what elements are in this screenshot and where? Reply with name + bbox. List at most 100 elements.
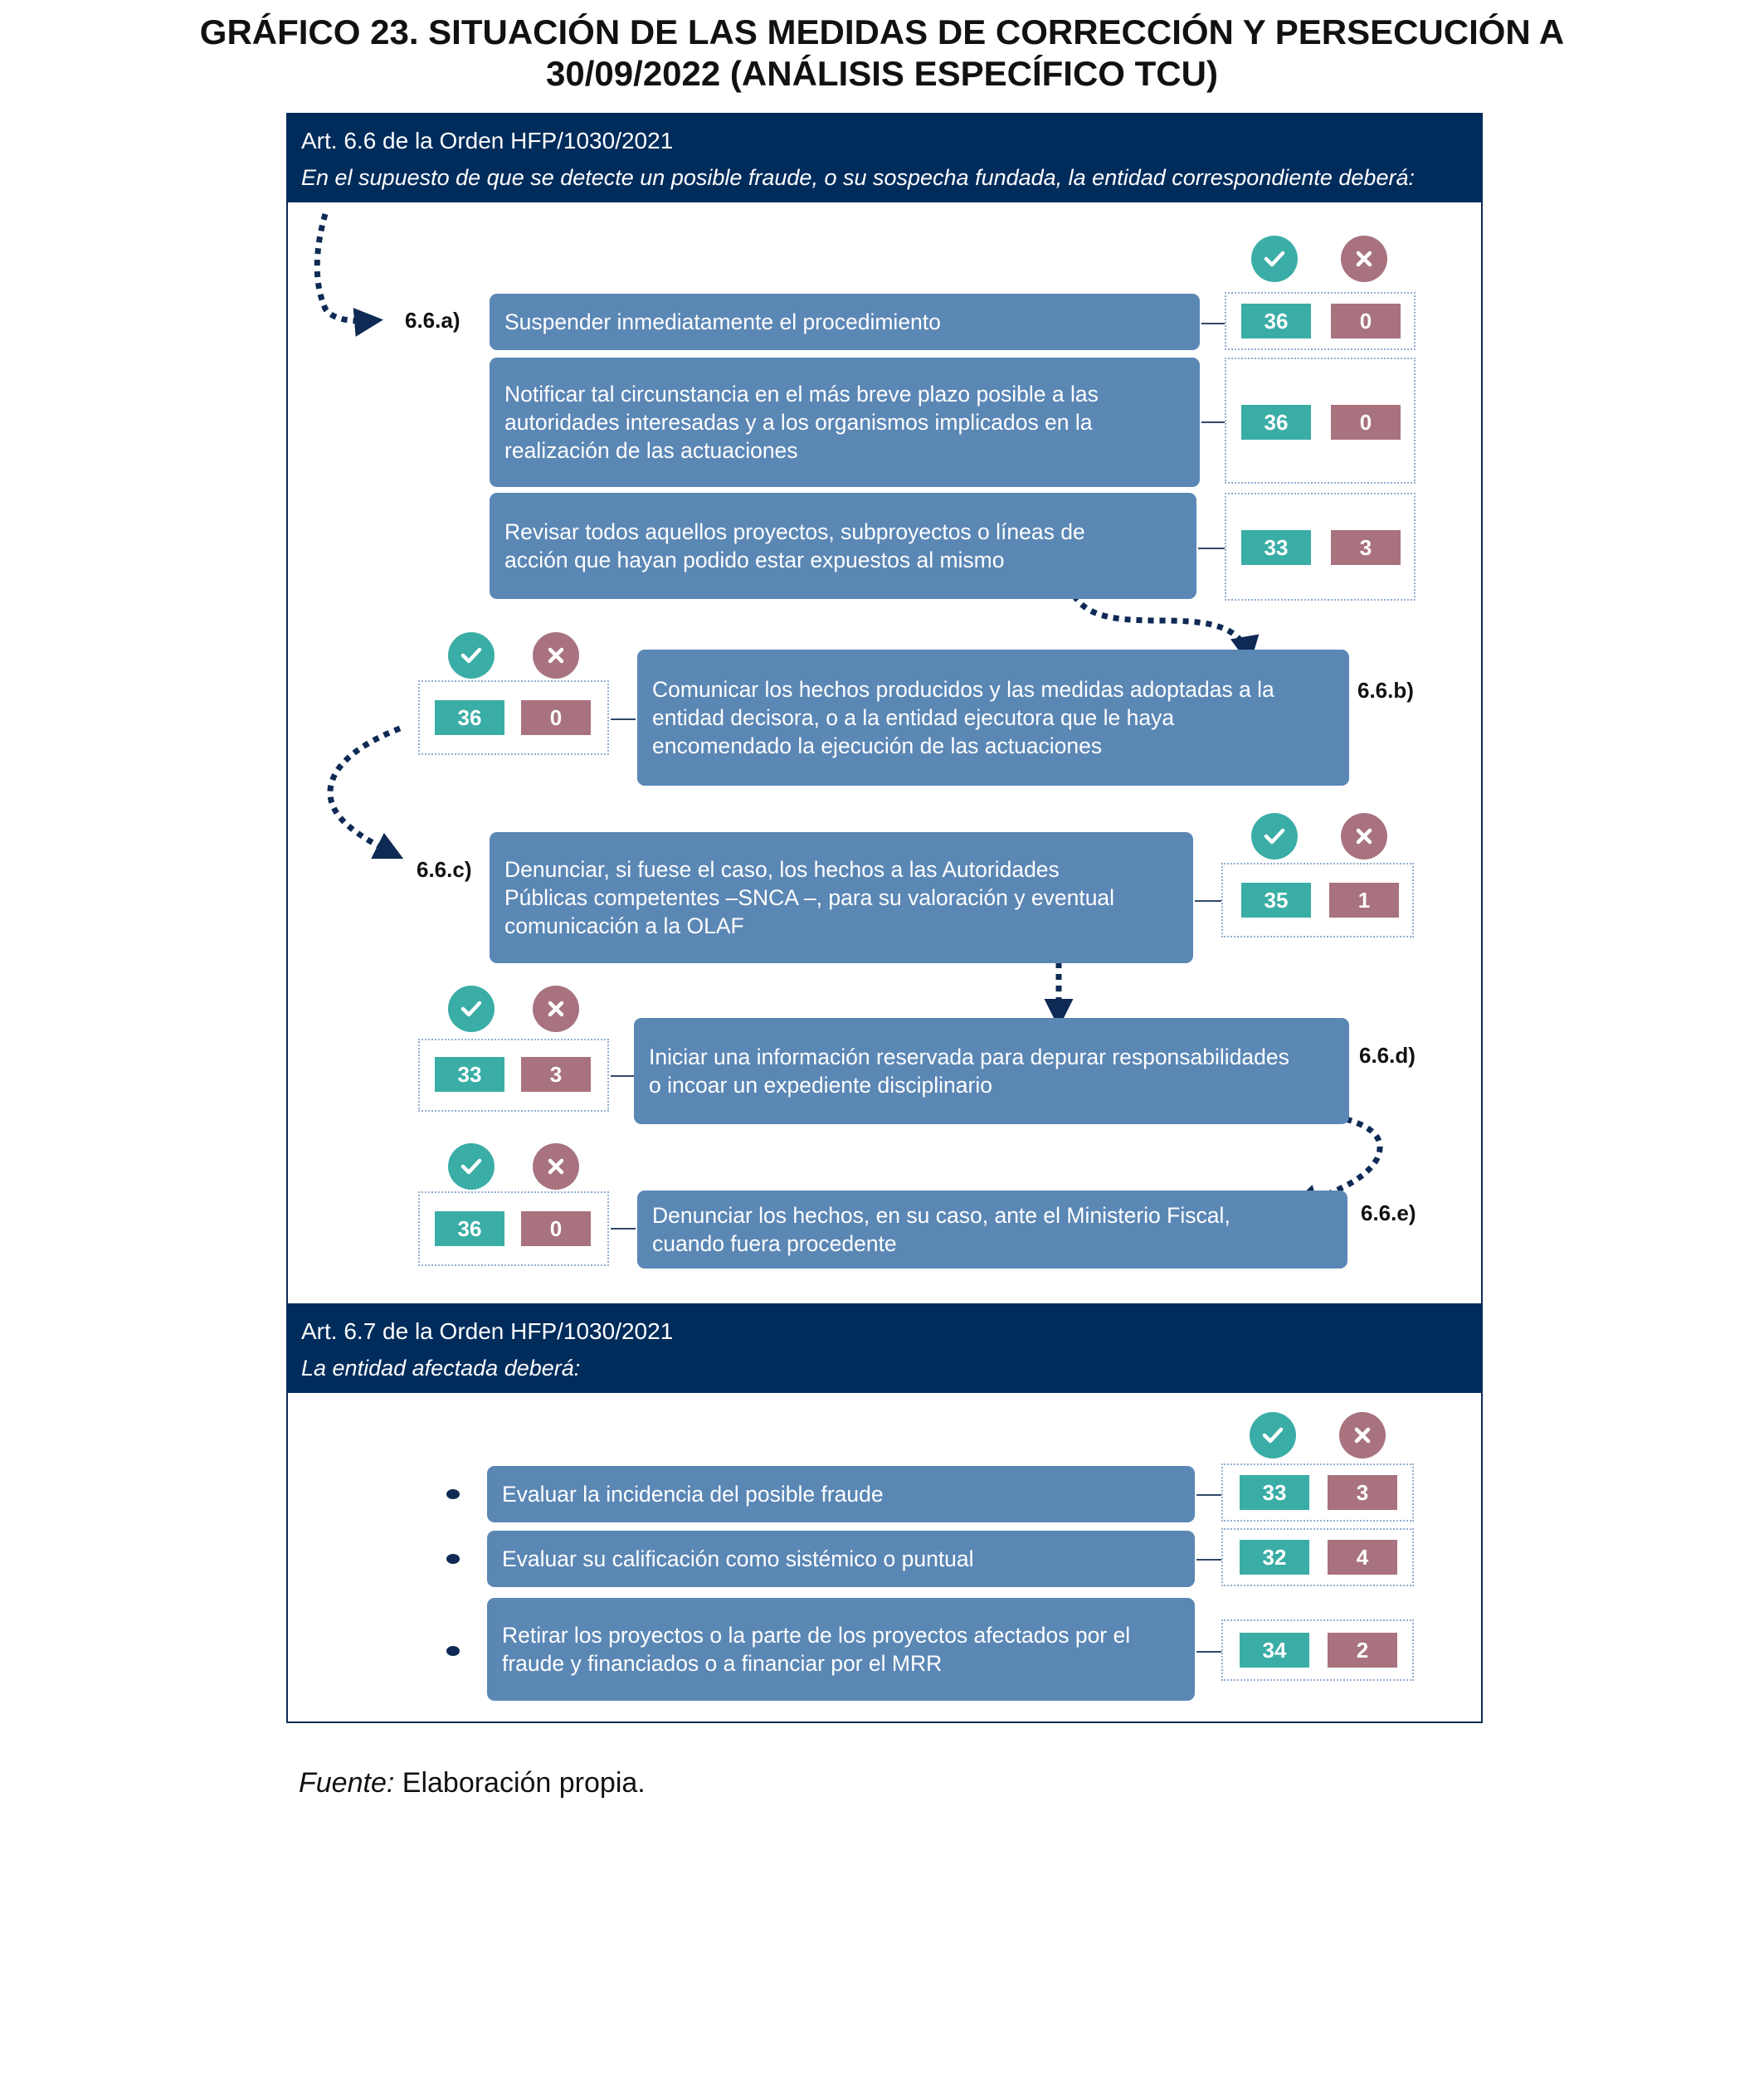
- art-6-6-header-band: Art. 6.6 de la Orden HFP/1030/2021 En el…: [286, 113, 1483, 202]
- measure-text-line: Denunciar los hechos, en su caso, ante e…: [652, 1203, 1230, 1228]
- measure-text-line: Comunicar los hechos producidos y las me…: [652, 677, 1274, 702]
- connector: [611, 1075, 634, 1077]
- measure-internal-investigation: Iniciar una información reservada para d…: [634, 1018, 1349, 1124]
- yes-count: 36: [1241, 304, 1311, 338]
- label-6-6-b: 6.6.b): [1357, 678, 1414, 703]
- check-icon: [448, 632, 495, 679]
- cross-icon: [1341, 236, 1387, 282]
- cross-icon: [533, 1143, 579, 1190]
- no-count: 3: [1331, 530, 1401, 565]
- no-count: 0: [1331, 405, 1401, 440]
- source-text: Elaboración propia.: [402, 1767, 646, 1799]
- measure-text-line: o incoar un expediente disciplinario: [649, 1073, 992, 1098]
- measure-withdraw-projects: Retirar los proyectos o la parte de los …: [487, 1598, 1195, 1701]
- no-count: 0: [521, 700, 591, 735]
- yes-count: 36: [1241, 405, 1311, 440]
- measure-text-line: cuando fuera procedente: [652, 1231, 897, 1256]
- cross-icon: [1339, 1412, 1386, 1458]
- art-6-6-header: Art. 6.6 de la Orden HFP/1030/2021: [301, 128, 674, 153]
- measure-text-line: Revisar todos aquellos proyectos, subpro…: [504, 519, 1085, 544]
- no-count: 3: [1328, 1475, 1397, 1510]
- yes-count: 33: [435, 1057, 504, 1092]
- label-6-6-c: 6.6.c): [417, 857, 472, 882]
- counts-container: 35 1: [1221, 863, 1414, 937]
- counts-container: 34 2: [1221, 1619, 1414, 1681]
- measure-suspend-procedure: Suspender inmediatamente el procedimient…: [490, 294, 1200, 350]
- measure-text-line: Evaluar la incidencia del posible fraude: [502, 1482, 884, 1507]
- measure-evaluate-impact: Evaluar la incidencia del posible fraude: [487, 1466, 1195, 1522]
- source-note: Fuente: Elaboración propia.: [299, 1767, 646, 1799]
- chart-title: GRÁFICO 23. SITUACIÓN DE LAS MEDIDAS DE …: [166, 12, 1598, 95]
- measure-communicate-facts: Comunicar los hechos producidos y las me…: [637, 650, 1349, 786]
- measure-text-line: acción que hayan podido estar expuestos …: [504, 548, 1005, 572]
- measure-text-line: entidad decisora, o a la entidad ejecuto…: [652, 705, 1175, 730]
- art-6-7-subheader: La entidad afectada deberá:: [301, 1356, 581, 1381]
- connector: [1196, 1494, 1221, 1496]
- chart-title-line-1: GRÁFICO 23. SITUACIÓN DE LAS MEDIDAS DE …: [199, 12, 1565, 51]
- chart-title-line-2: 30/09/2022 (ANÁLISIS ESPECÍFICO TCU): [546, 54, 1218, 93]
- connector: [1196, 1559, 1221, 1561]
- yes-count: 33: [1240, 1475, 1309, 1510]
- measure-report-authorities: Denunciar, si fuese el caso, los hechos …: [490, 832, 1193, 963]
- measure-text-line: fraude y financiados o a financiar por e…: [502, 1651, 943, 1676]
- measure-evaluate-classification: Evaluar su calificación como sistémico o…: [487, 1531, 1195, 1587]
- no-count: 1: [1329, 883, 1399, 918]
- source-label: Fuente:: [299, 1767, 395, 1799]
- bullet: [446, 1646, 460, 1656]
- check-icon: [1251, 236, 1298, 282]
- connector: [611, 718, 636, 720]
- bullet: [446, 1489, 460, 1499]
- yes-count: 33: [1241, 530, 1311, 565]
- no-count: 0: [521, 1211, 591, 1246]
- yes-count: 35: [1241, 883, 1311, 918]
- no-count: 2: [1328, 1633, 1397, 1668]
- check-icon: [448, 986, 495, 1032]
- check-icon: [448, 1143, 495, 1190]
- counts-container: 36 0: [418, 1191, 609, 1266]
- measure-text-line: realización de las actuaciones: [504, 438, 798, 463]
- counts-container: 33 3: [1225, 493, 1416, 601]
- yes-count: 36: [435, 700, 504, 735]
- connector: [611, 1228, 636, 1230]
- measure-text-line: encomendado la ejecución de las actuacio…: [652, 733, 1103, 758]
- arrow-to-6-6-c: [327, 725, 404, 860]
- bullet: [446, 1554, 460, 1564]
- cross-icon: [533, 986, 579, 1032]
- measure-report-prosecutor: Denunciar los hechos, en su caso, ante e…: [637, 1191, 1347, 1269]
- no-count: 3: [521, 1057, 591, 1092]
- label-6-6-d: 6.6.d): [1359, 1043, 1416, 1068]
- measure-text-line: comunicación a la OLAF: [504, 913, 744, 938]
- measure-text-line: Evaluar su calificación como sistémico o…: [502, 1546, 974, 1571]
- counts-container: 33 3: [1221, 1463, 1414, 1522]
- measure-text-line: Retirar los proyectos o la parte de los …: [502, 1623, 1131, 1648]
- connector: [1195, 900, 1221, 902]
- counts-container: 36 0: [1225, 292, 1416, 350]
- no-count: 0: [1331, 304, 1401, 338]
- check-icon: [1250, 1412, 1296, 1458]
- cross-icon: [533, 632, 579, 679]
- connector: [1196, 1651, 1221, 1653]
- counts-container: 36 0: [418, 680, 609, 755]
- connector: [1201, 421, 1225, 423]
- check-icon: [1251, 813, 1298, 860]
- measure-text-line: Públicas competentes –SNCA –, para su va…: [504, 885, 1115, 910]
- art-6-6-subheader: En el supuesto de que se detecte un posi…: [301, 165, 1415, 190]
- no-count: 4: [1328, 1540, 1397, 1575]
- art-6-7-header-band: Art. 6.7 de la Orden HFP/1030/2021 La en…: [286, 1303, 1483, 1393]
- yes-count: 32: [1240, 1540, 1309, 1575]
- measure-text-line: Iniciar una información reservada para d…: [649, 1045, 1289, 1069]
- measure-text-line: Suspender inmediatamente el procedimient…: [504, 309, 941, 334]
- label-6-6-e: 6.6.e): [1361, 1200, 1416, 1225]
- yes-count: 36: [435, 1211, 504, 1246]
- connector: [1198, 548, 1225, 549]
- measure-text-line: Denunciar, si fuese el caso, los hechos …: [504, 857, 1060, 882]
- art-6-7-header: Art. 6.7 de la Orden HFP/1030/2021: [301, 1318, 674, 1344]
- label-6-6-a: 6.6.a): [405, 308, 460, 333]
- measure-review-projects: Revisar todos aquellos proyectos, subpro…: [490, 493, 1196, 599]
- yes-count: 34: [1240, 1633, 1309, 1668]
- counts-container: 36 0: [1225, 358, 1416, 484]
- measure-text-line: autoridades interesadas y a los organism…: [504, 410, 1093, 435]
- measure-text-line: Notificar tal circunstancia en el más br…: [504, 382, 1099, 407]
- arrow-to-6-6-a: [314, 213, 383, 337]
- counts-container: 32 4: [1221, 1528, 1414, 1586]
